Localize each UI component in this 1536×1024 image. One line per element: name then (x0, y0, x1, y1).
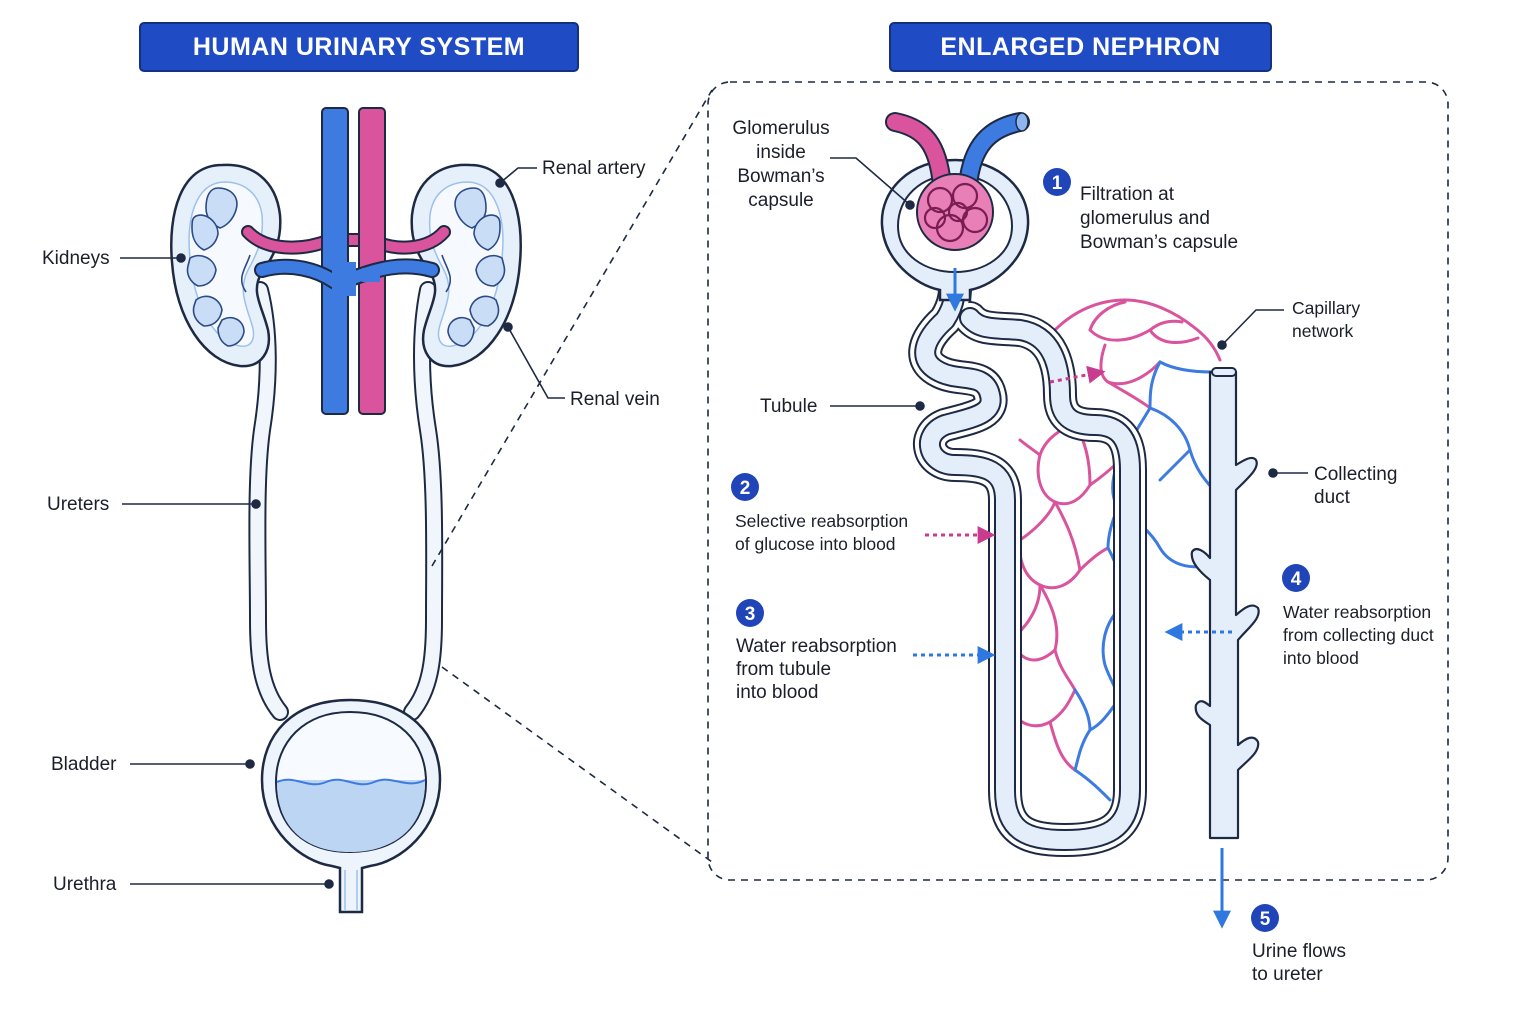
step-3-line1: Water reabsorption (736, 636, 897, 657)
nephron-title: ENLARGED NEPHRON (889, 22, 1272, 72)
collecting-duct (1190, 367, 1260, 840)
label-capillary-line1: Capillary (1292, 298, 1360, 318)
renal-veins (254, 258, 440, 296)
nephron: Glomerulus inside Bowman’s capsule Tubul… (731, 112, 1434, 985)
aorta (358, 107, 386, 415)
step-5-line1: Urine flows (1252, 941, 1346, 962)
label-glomerulus-line2: inside (756, 142, 806, 163)
label-glomerulus-line1: Glomerulus (732, 118, 829, 139)
label-urethra: Urethra (53, 874, 117, 895)
bowmans-capsule (880, 112, 1030, 302)
tubule (925, 262, 1130, 840)
urinary-system-title: HUMAN URINARY SYSTEM (139, 22, 579, 72)
step-1-line3: Bowman’s capsule (1080, 232, 1238, 253)
step-3-line3: into blood (736, 682, 818, 703)
right-kidney (410, 163, 522, 368)
step-3-number: 3 (745, 604, 756, 625)
label-renal-artery: Renal artery (542, 158, 646, 179)
left-leader-lines (120, 167, 565, 889)
step-3: 3 Water reabsorption from tubule into bl… (736, 599, 897, 703)
label-bladder: Bladder (51, 754, 117, 775)
step-5-number: 5 (1260, 909, 1271, 930)
vena-cava (321, 107, 349, 415)
label-tubule: Tubule (760, 396, 817, 417)
step-4-number: 4 (1291, 569, 1302, 590)
nephron-panel (707, 81, 1449, 881)
step-1-line2: glomerulus and (1080, 208, 1210, 229)
step-2: 2 Selective reabsorption of glucose into… (731, 473, 908, 554)
label-ureters: Ureters (47, 494, 109, 515)
label-kidneys: Kidneys (42, 248, 110, 269)
capillary-arrow (1049, 365, 1106, 384)
label-collecting-line1: Collecting (1314, 464, 1397, 485)
glomerulus (916, 173, 994, 251)
step-5: 5 Urine flows to ureter (1251, 904, 1346, 985)
step-1-number: 1 (1052, 173, 1063, 194)
step-4-line1: Water reabsorption (1283, 602, 1431, 622)
step-4: 4 Water reabsorption from collecting duc… (1282, 564, 1434, 668)
step-4-line3: into blood (1283, 648, 1359, 668)
step-4-line2: from collecting duct (1283, 625, 1434, 645)
step-3-line2: from tubule (736, 659, 831, 680)
label-glomerulus-line4: capsule (748, 190, 814, 211)
step-1: 1 Filtration at glomerulus and Bowman’s … (1043, 168, 1238, 253)
label-collecting-line2: duct (1314, 487, 1351, 508)
nephron-leader-lines (830, 157, 1308, 478)
step-2-number: 2 (740, 478, 751, 499)
label-glomerulus-line3: Bowman’s (737, 166, 824, 187)
left-kidney (170, 163, 282, 368)
step-1-line1: Filtration at (1080, 184, 1175, 205)
step-2-line1: Selective reabsorption (735, 511, 908, 531)
bladder (260, 698, 442, 914)
step-2-line2: of glucose into blood (735, 534, 896, 554)
label-renal-vein: Renal vein (570, 389, 660, 410)
step-5-line2: to ureter (1252, 964, 1323, 985)
urinary-system: Kidneys Renal artery Renal vein Ureters … (42, 107, 660, 914)
label-capillary-line2: network (1292, 321, 1354, 341)
zoom-connector (431, 89, 713, 863)
